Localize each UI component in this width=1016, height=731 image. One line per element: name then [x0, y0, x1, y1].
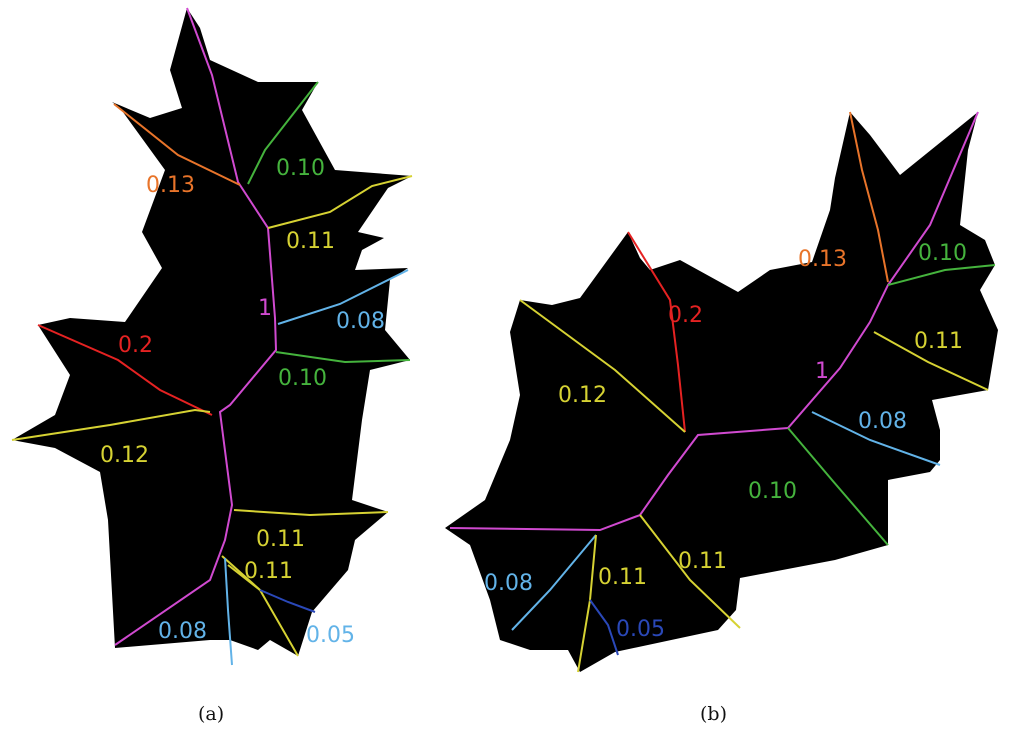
vein-a-013 [113, 103, 241, 186]
label-a-005: 0.05 [306, 623, 355, 648]
leaf-shape-b [445, 112, 998, 672]
vein-b-02 [627, 231, 686, 433]
label-b-1: 1 [815, 359, 829, 384]
vein-a-02 [37, 324, 213, 416]
vein-a-008 [277, 269, 409, 325]
label-b-02: 0.2 [668, 303, 703, 328]
vein-b-012 [519, 299, 686, 433]
label-a-011-top: 0.11 [286, 229, 335, 254]
label-b-008-right: 0.08 [858, 409, 907, 434]
main-vein-a [114, 7, 278, 646]
vein-a-005 [259, 589, 316, 613]
caption-b: (b) [700, 703, 727, 725]
label-b-011-low: 0.11 [678, 549, 727, 574]
label-a-008-b: 0.08 [158, 619, 207, 644]
caption-a: (a) [198, 703, 225, 725]
label-b-005: 0.05 [616, 617, 665, 642]
label-a-010-top: 0.10 [276, 156, 325, 181]
vein-b-011-right [873, 331, 989, 391]
vein-a-011-c [227, 564, 261, 591]
label-a-1: 1 [258, 296, 272, 321]
label-a-011-low: 0.11 [256, 527, 305, 552]
label-a-012: 0.12 [100, 443, 149, 468]
vein-b-010-low [787, 427, 889, 546]
vein-a-010-top [247, 81, 319, 185]
label-a-02: 0.2 [118, 333, 153, 358]
vein-a-010-mid [275, 351, 411, 364]
vein-b-008-low [511, 534, 597, 631]
label-a-011-b: 0.11 [244, 559, 293, 584]
label-b-011-mid: 0.11 [598, 565, 647, 590]
label-a-010-mid: 0.10 [278, 366, 327, 391]
label-b-011-right: 0.11 [914, 329, 963, 354]
label-b-013: 0.13 [798, 247, 847, 272]
vein-b-008-right [811, 411, 941, 466]
vein-b-011-low [639, 514, 741, 629]
leaf-diagram-b: 0.13 0.10 0.2 0.11 0.12 1 0.08 0.10 0.11… [445, 111, 998, 673]
leaf-diagram-a: 0.13 0.10 0.11 1 0.08 0.2 0.10 0.12 0.11… [11, 7, 413, 666]
label-b-008-low: 0.08 [484, 571, 533, 596]
vein-b-005 [589, 599, 619, 656]
label-a-008: 0.08 [336, 309, 385, 334]
vein-a-011-top [267, 175, 413, 229]
vein-b-013 [849, 111, 889, 283]
vein-a-012 [11, 408, 211, 441]
vein-a-011-low [233, 509, 389, 517]
label-b-010-top: 0.10 [918, 241, 967, 266]
leaf-shape-a [12, 8, 412, 656]
label-b-012: 0.12 [558, 383, 607, 408]
label-b-010-low: 0.10 [748, 479, 797, 504]
vein-b-010-top [887, 264, 996, 286]
vein-a-008-b [224, 557, 233, 666]
label-a-013: 0.13 [146, 173, 195, 198]
